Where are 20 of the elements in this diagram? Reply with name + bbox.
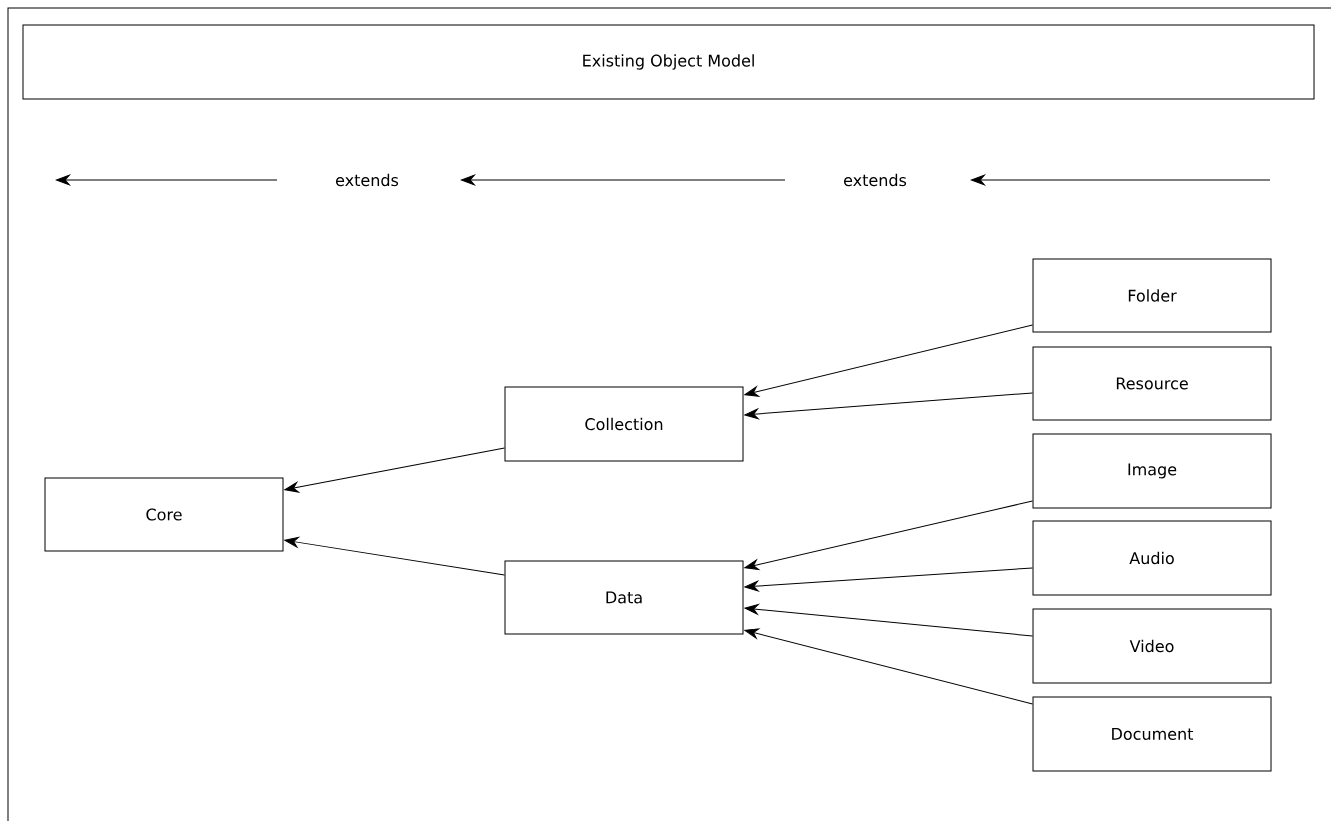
class-box: Resource bbox=[1032, 346, 1272, 421]
arrow-label: extends bbox=[844, 173, 907, 187]
arrow bbox=[744, 604, 1033, 637]
class-box: Core bbox=[44, 477, 284, 552]
arrow bbox=[744, 567, 1033, 592]
class-box: Collection bbox=[504, 386, 744, 462]
arrow-label: extends bbox=[336, 173, 399, 187]
arrow bbox=[744, 500, 1033, 570]
class-box: Folder bbox=[1032, 258, 1272, 333]
class-box: Data bbox=[504, 560, 744, 635]
arrow bbox=[744, 628, 1033, 705]
arrow bbox=[744, 324, 1033, 397]
arrow bbox=[284, 536, 505, 576]
arrow bbox=[744, 392, 1033, 420]
title-box: Existing Object Model bbox=[22, 24, 1315, 100]
class-box: Document bbox=[1032, 696, 1272, 772]
class-box: Video bbox=[1032, 608, 1272, 684]
class-box: Audio bbox=[1032, 520, 1272, 596]
arrow bbox=[284, 447, 505, 493]
class-box: Image bbox=[1032, 433, 1272, 509]
